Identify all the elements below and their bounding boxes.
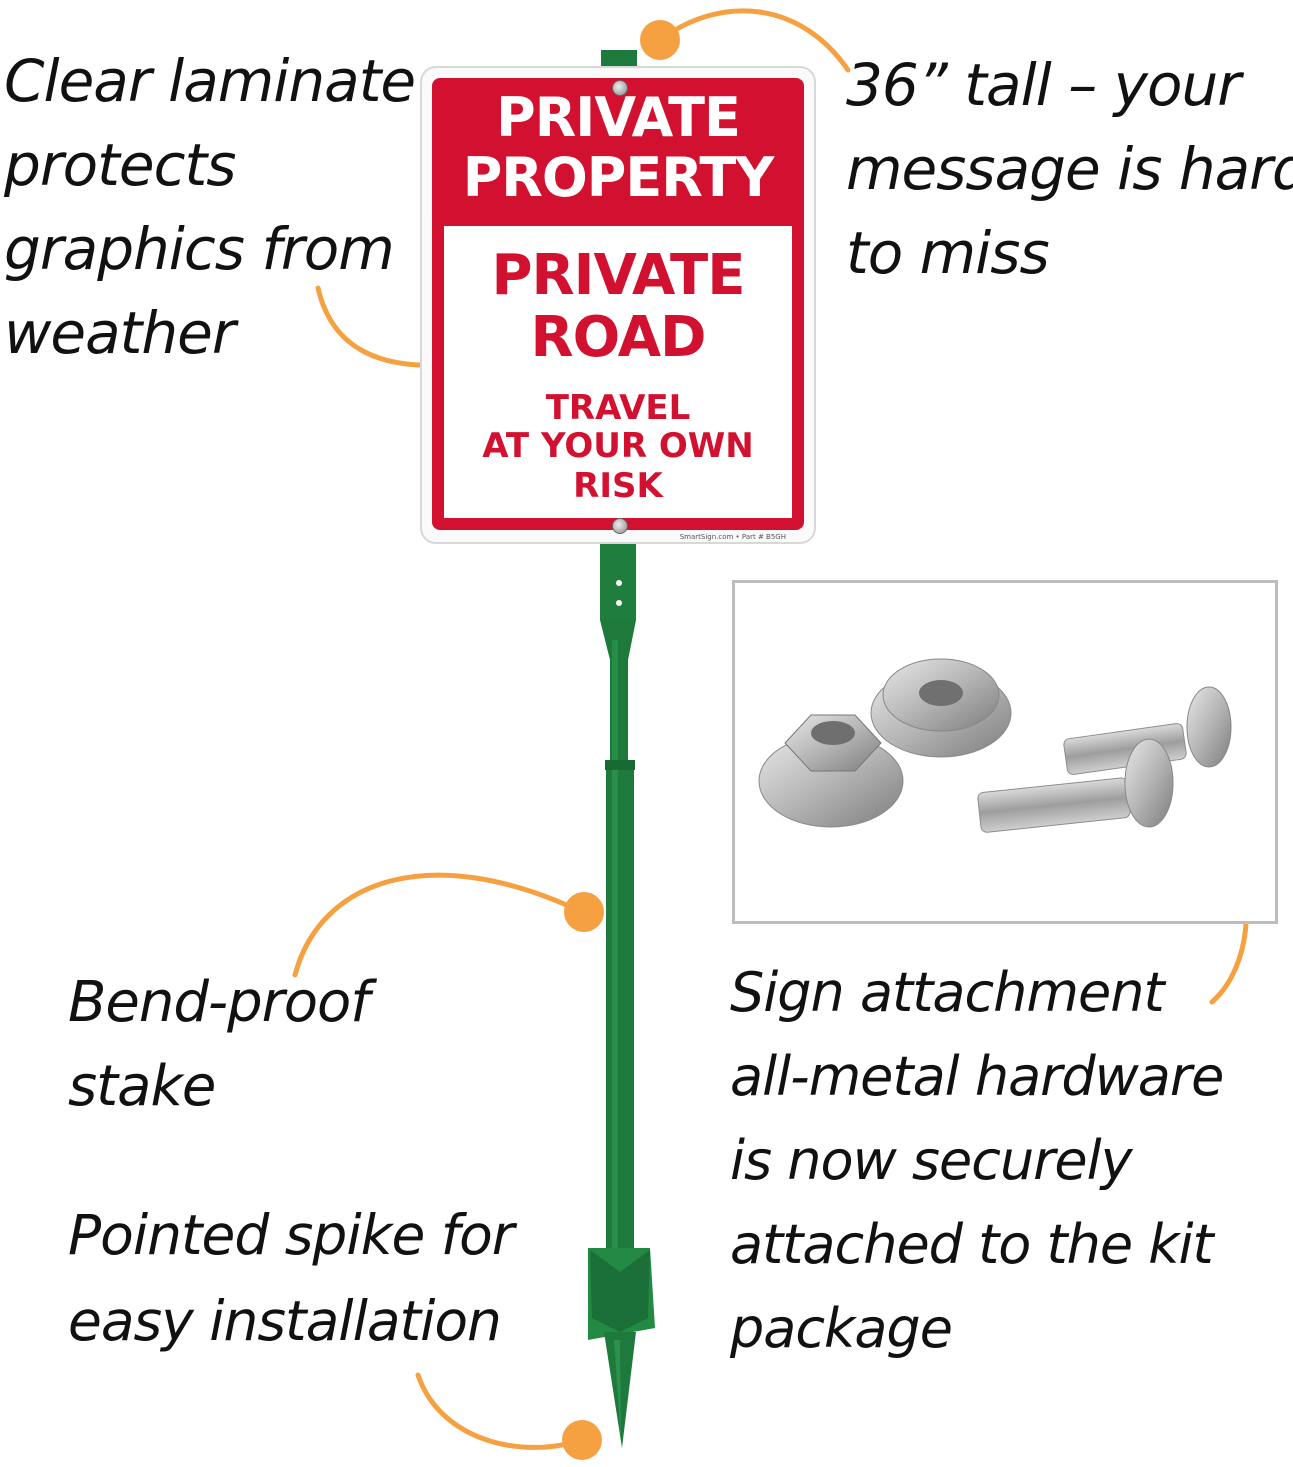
sign-header: PRIVATE PROPERTY (432, 88, 804, 228)
sign-fine-print: SmartSign.com • Part # B5GH (679, 533, 786, 541)
sign-subtitle-line-2: AT YOUR OWN (482, 426, 754, 466)
hardware-photo-panel (732, 580, 1278, 924)
sign-body: PRIVATE ROAD TRAVEL AT YOUR OWN RISK (444, 226, 792, 518)
sign-header-line-1: PRIVATE (496, 86, 741, 149)
callout-metal-hardware: Sign attachment all-metal hardware is no… (730, 961, 1224, 1386)
sign-title-line-1: PRIVATE (491, 243, 746, 308)
callout-clear-laminate: Clear laminate protects graphics from we… (4, 47, 416, 388)
callout-line: graphics from (4, 215, 395, 283)
sign-title-line-2: ROAD (530, 305, 706, 370)
callout-line: package (730, 1297, 953, 1360)
callout-line: stake (68, 1054, 216, 1119)
nuts-and-bolts-icon (758, 658, 1232, 833)
sign-red-border: PRIVATE PROPERTY PRIVATE ROAD TRAVEL AT … (432, 78, 804, 530)
callout-line: Sign attachment (730, 961, 1165, 1024)
callout-line: attached to the kit (730, 1213, 1214, 1276)
callout-line: Clear laminate (4, 47, 416, 115)
callout-line: all-metal hardware (730, 1045, 1224, 1108)
sign-subtitle-line-3: RISK (573, 466, 663, 506)
callout-line: protects (4, 131, 236, 199)
leader-tall (657, 8, 851, 73)
callout-line: 36” tall – your (846, 51, 1241, 119)
dot-tall (640, 20, 680, 60)
sign-header-line-2: PROPERTY (462, 146, 775, 209)
private-road-sign: PRIVATE PROPERTY PRIVATE ROAD TRAVEL AT … (420, 66, 816, 544)
callout-line: to miss (846, 219, 1050, 287)
leader-spike (415, 1372, 585, 1450)
dot-stake (564, 892, 604, 932)
callout-36-inch-tall: 36” tall – your message is hard to miss (846, 56, 1293, 308)
callout-line: is now securely (730, 1129, 1133, 1192)
stake-illustration (588, 50, 655, 1448)
callout-pointed-spike: Pointed spike for easy installation (68, 1203, 514, 1380)
callout-line: message is hard (846, 135, 1293, 203)
callout-line: Bend-proof (68, 970, 370, 1035)
callout-line: weather (4, 299, 236, 367)
callout-leaders (292, 8, 1249, 1450)
callout-line: easy installation (68, 1289, 502, 1353)
callout-bend-proof-stake: Bend-proof stake (68, 970, 370, 1143)
top-screw-icon (612, 80, 628, 96)
leader-stake (292, 872, 585, 978)
callout-line: Pointed spike for (68, 1203, 514, 1267)
dot-spike (562, 1420, 602, 1460)
sign-subtitle-line-1: TRAVEL (545, 388, 691, 428)
bottom-screw-icon (612, 518, 628, 534)
